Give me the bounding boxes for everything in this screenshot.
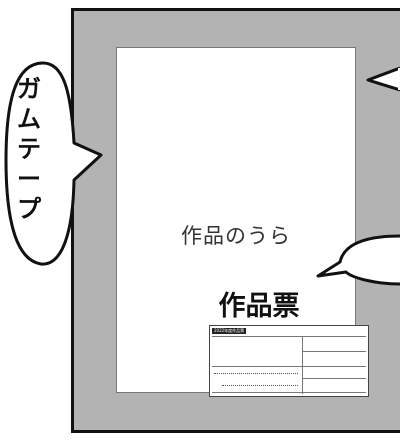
artwork-back-label: 作品のうら <box>181 224 291 248</box>
right-lower-bubble <box>316 234 400 286</box>
entry-slip: 2022年度作品票 <box>209 325 369 397</box>
slip-rule <box>302 351 366 352</box>
slip-dotted-line <box>214 373 298 374</box>
slip-dotted-line <box>222 385 298 386</box>
slip-rule <box>212 392 366 393</box>
slip-rule <box>302 378 366 379</box>
entry-slip-header: 2022年度作品票 <box>212 328 247 334</box>
slip-rule <box>212 336 366 337</box>
entry-slip-title: 作品票 <box>218 291 300 322</box>
tape-callout-label: ガムテープ <box>17 75 41 223</box>
slip-rule <box>212 366 366 367</box>
slip-rule <box>302 336 303 394</box>
tape-callout-bubble <box>4 61 103 266</box>
right-upper-bubble <box>366 66 400 92</box>
